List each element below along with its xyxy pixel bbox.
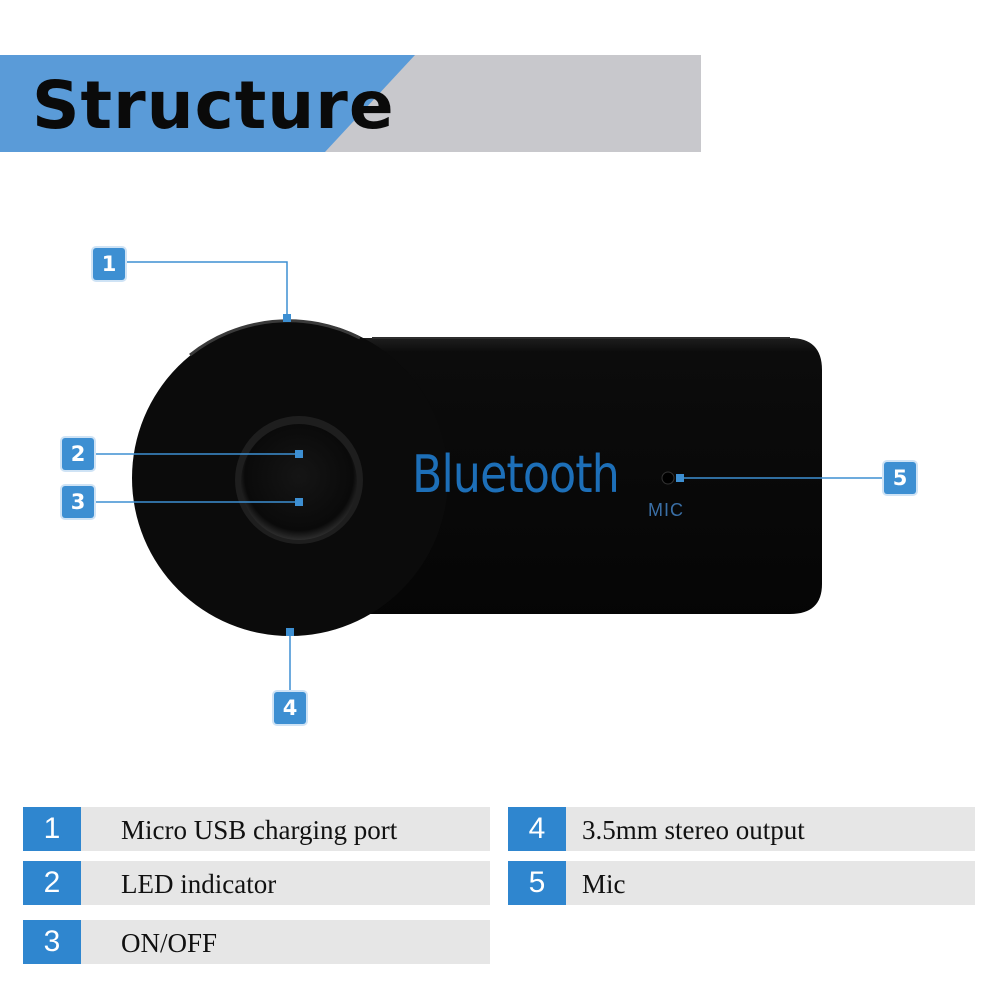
device-brand-text: Bluetooth [412, 445, 620, 505]
legend-row-4: 4 3.5mm stereo output [508, 807, 975, 851]
legend-number: 4 [508, 807, 566, 851]
anchor-5 [676, 474, 684, 482]
anchor-2 [295, 450, 303, 458]
legend-number: 3 [23, 920, 81, 964]
anchor-1 [283, 314, 291, 322]
legend-label: ON/OFF [121, 928, 218, 958]
receiver-body [132, 319, 822, 636]
power-button [235, 416, 363, 544]
callout-anchors [283, 314, 684, 636]
legend-row-3: 3 ON/OFF [23, 920, 490, 964]
legend-number: 2 [23, 861, 81, 905]
legend-row-5: 5 Mic [508, 861, 975, 905]
legend-label: Micro USB charging port [121, 815, 398, 845]
device-diagram: Bluetooth MIC 1 2 3 4 5 [0, 220, 1000, 760]
callout-badge-2: 2 [62, 438, 94, 470]
legend-table: 1 Micro USB charging port 2 LED indicato… [0, 800, 1000, 970]
anchor-3 [295, 498, 303, 506]
legend-row-1: 1 Micro USB charging port [23, 807, 490, 851]
header-banner: Structure [0, 55, 701, 152]
legend-row-2: 2 LED indicator [23, 861, 490, 905]
callout-badge-1: 1 [93, 248, 125, 280]
anchor-4 [286, 628, 294, 636]
legend-number: 1 [23, 807, 81, 851]
callout-badge-3: 3 [62, 486, 94, 518]
legend-label: Mic [582, 869, 626, 899]
callout-badge-4: 4 [274, 692, 306, 724]
legend-label: 3.5mm stereo output [582, 815, 805, 845]
device-illustration [94, 261, 884, 694]
callout-line-1 [125, 261, 288, 318]
mic-hole [661, 471, 675, 485]
legend-number: 5 [508, 861, 566, 905]
callout-badge-5: 5 [884, 462, 916, 494]
page-title: Structure [32, 67, 395, 144]
legend-label: LED indicator [121, 869, 277, 899]
mic-label: MIC [648, 500, 684, 520]
callout-lines [94, 261, 884, 694]
